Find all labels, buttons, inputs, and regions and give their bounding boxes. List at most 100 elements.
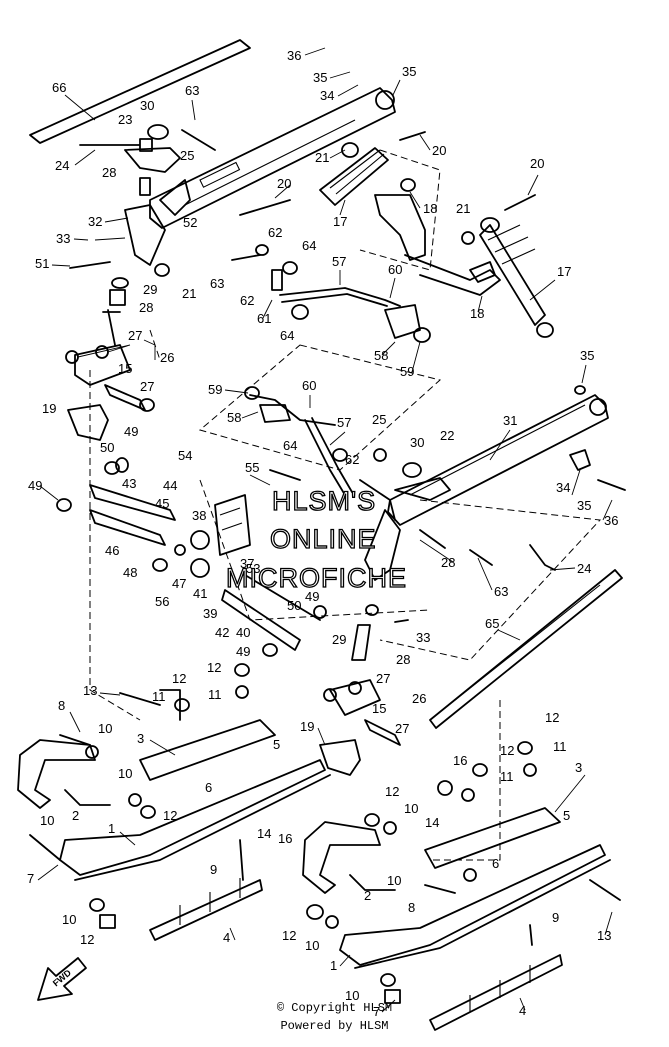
ski-left [17, 663, 331, 941]
callout-52: 52 [183, 215, 197, 230]
rod-57-upper [279, 287, 401, 307]
callout-23: 23 [118, 112, 132, 127]
callout-45: 45 [155, 496, 169, 511]
callout-26: 26 [412, 691, 426, 706]
callout-35: 35 [580, 348, 594, 363]
callout-13: 13 [83, 683, 97, 698]
fwd-label: FWD [51, 967, 74, 988]
powered-by-text: Powered by HLSM [280, 1019, 389, 1033]
callout-12: 12 [172, 671, 186, 686]
callout-10: 10 [118, 766, 132, 781]
callout-20: 20 [530, 156, 544, 171]
callout-64: 64 [302, 238, 316, 253]
callout-28: 28 [139, 300, 153, 315]
callout-12: 12 [545, 710, 559, 725]
rail-arm-31 [387, 394, 609, 526]
lower-rail-strip [429, 569, 623, 729]
callout-57: 57 [332, 254, 346, 269]
callout-18: 18 [423, 201, 437, 216]
shock-17-right [479, 224, 546, 326]
callout-10: 10 [40, 813, 54, 828]
callout-6: 6 [205, 780, 212, 795]
callout-19: 19 [42, 401, 56, 416]
callout-31: 31 [503, 413, 517, 428]
callout-1: 1 [330, 958, 337, 973]
watermark-line-1: HLSM'S [272, 486, 376, 516]
callout-37: 37 [240, 556, 254, 571]
callout-22: 22 [440, 428, 454, 443]
part-58-plate [384, 304, 421, 339]
callout-2: 2 [364, 888, 371, 903]
callout-50: 50 [287, 598, 301, 613]
part-19-lower [319, 739, 361, 776]
runner-4-right [429, 954, 563, 1031]
callout-61: 61 [257, 311, 271, 326]
part-26-mount [74, 344, 131, 386]
callout-30: 30 [140, 98, 154, 113]
callout-35: 35 [577, 498, 591, 513]
callout-18: 18 [470, 306, 484, 321]
callout-64: 64 [283, 438, 297, 453]
part-66-strip [29, 39, 251, 144]
callout-58: 58 [227, 410, 241, 425]
spindle-2-left [17, 739, 96, 809]
callout-8: 8 [408, 900, 415, 915]
callout-labels: 36 35 34 35 66 63 30 23 25 24 20 21 20 2… [27, 48, 618, 1019]
runner-4-left [149, 879, 263, 941]
callout-46: 46 [105, 543, 119, 558]
part-32-pivot [124, 204, 166, 266]
callout-49: 49 [236, 644, 250, 659]
callout-27: 27 [140, 379, 154, 394]
callout-10: 10 [345, 988, 359, 1003]
callout-13: 13 [597, 928, 611, 943]
callout-5: 5 [563, 808, 570, 823]
callout-11: 11 [500, 769, 514, 784]
callout-12: 12 [282, 928, 296, 943]
callout-27: 27 [395, 721, 409, 736]
callout-16: 16 [453, 753, 467, 768]
callout-43: 43 [122, 476, 136, 491]
callout-29: 29 [332, 632, 346, 647]
callout-26: 26 [160, 350, 174, 365]
rod-57-middle [249, 394, 336, 426]
callout-42: 42 [215, 625, 229, 640]
ski-1-left [59, 759, 326, 876]
callout-4: 4 [519, 1003, 526, 1018]
callout-50: 50 [100, 440, 114, 455]
callout-7: 7 [373, 1004, 380, 1019]
callout-62: 62 [268, 225, 282, 240]
callout-15: 15 [118, 361, 132, 376]
callout-34: 34 [556, 480, 570, 495]
callout-54: 54 [178, 448, 192, 463]
callout-4: 4 [223, 930, 230, 945]
rail-arm-upper [149, 87, 396, 229]
saddle-3-left [139, 719, 276, 781]
ski-right [302, 741, 621, 1031]
ski-1-right [339, 844, 606, 966]
callout-11: 11 [553, 739, 567, 754]
callout-32: 32 [88, 214, 102, 229]
callout-1: 1 [108, 821, 115, 836]
callout-34: 34 [320, 88, 334, 103]
callout-3: 3 [137, 731, 144, 746]
shaft-43 [89, 484, 176, 521]
callout-12: 12 [163, 808, 177, 823]
callout-25: 25 [372, 412, 386, 427]
callout-36: 36 [604, 513, 618, 528]
leader-lines [37, 47, 613, 1013]
part-18-bracket [374, 194, 426, 261]
callout-27: 27 [376, 671, 390, 686]
callout-9: 9 [210, 862, 217, 877]
callout-60: 60 [302, 378, 316, 393]
callout-41: 41 [193, 586, 207, 601]
callout-44: 44 [163, 478, 177, 493]
callout-62: 62 [345, 452, 359, 467]
callout-17: 17 [557, 264, 571, 279]
callout-2: 2 [72, 808, 79, 823]
callout-15: 15 [372, 701, 386, 716]
spindle-2-right [302, 821, 381, 894]
fwd-arrow-icon: FWD [37, 957, 87, 1001]
callout-19: 19 [300, 719, 314, 734]
callout-55: 55 [245, 460, 259, 475]
